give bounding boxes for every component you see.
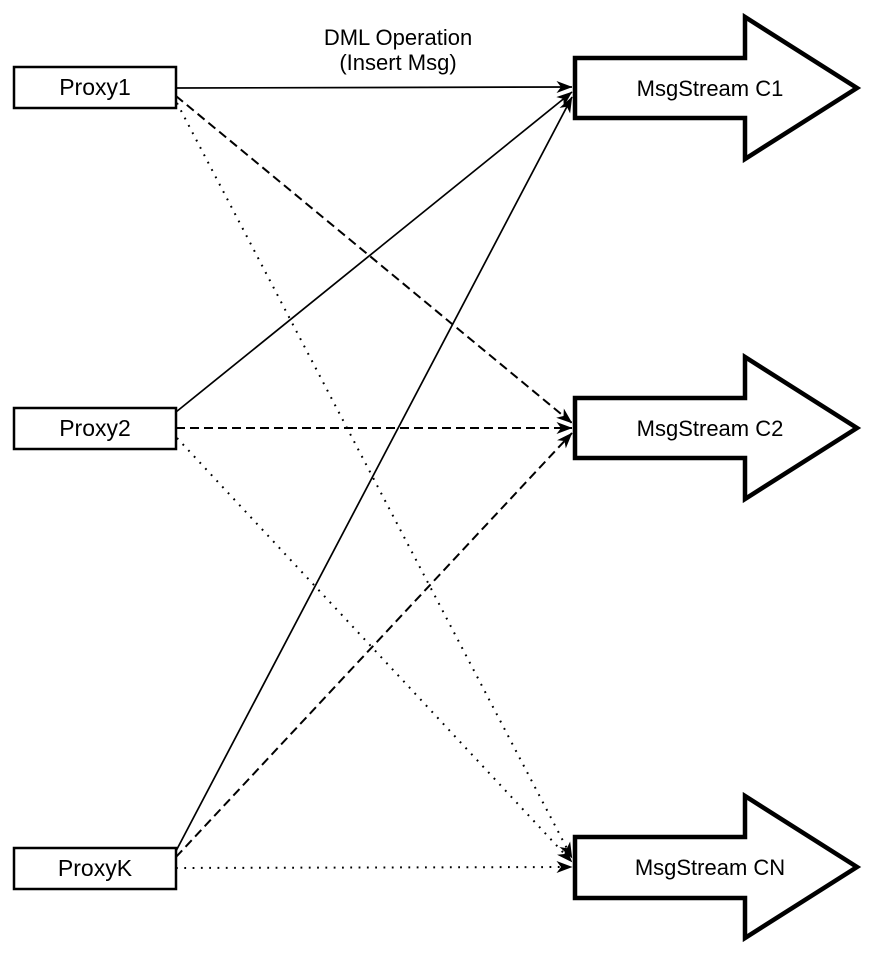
msgstream-c2-arrow-shape	[572, 352, 862, 504]
msgstream-c1-node: MsgStream C1	[572, 12, 862, 164]
edge-proxyk-to-msgstream-cn	[175, 861, 573, 874]
proxyk-node: ProxyK	[12, 846, 178, 891]
edge-proxy1-to-msgstream-cn	[176, 102, 573, 859]
proxy2-box	[12, 406, 178, 451]
proxy1-node: Proxy1	[12, 65, 178, 110]
dml-operation-annotation-line2: (Insert Msg)	[339, 50, 456, 75]
proxy2-label: Proxy2	[59, 415, 131, 441]
msgstream-c2-label: MsgStream C2	[637, 416, 784, 441]
edge-proxyk-to-msgstream-c2	[175, 432, 573, 858]
edge-proxy2-to-msgstream-cn	[176, 437, 573, 863]
msgstream-c1-label: MsgStream C1	[637, 76, 784, 101]
msgstream-cn-arrow-shape	[572, 791, 862, 943]
dml-operation-annotation-line1: DML Operation	[324, 25, 472, 50]
proxy1-box	[12, 65, 178, 110]
connection-lines	[175, 81, 573, 874]
msgstream-cn-node: MsgStream CN	[572, 791, 862, 943]
proxyk-label: ProxyK	[58, 855, 133, 881]
edge-proxyk-to-msgstream-c1	[175, 96, 573, 852]
edge-proxy1-to-msgstream-c2	[175, 95, 573, 424]
dml-operation-annotation: DML Operation (Insert Msg)	[324, 25, 472, 75]
proxy2-node: Proxy2	[12, 406, 178, 451]
proxyk-box	[12, 846, 178, 891]
msgstream-c1-arrow-shape	[572, 12, 862, 164]
edge-proxy2-to-msgstream-c1	[175, 91, 573, 413]
edge-proxy1-to-msgstream-c1	[175, 81, 573, 94]
msgstream-cn-label: MsgStream CN	[635, 855, 785, 880]
proxy1-label: Proxy1	[59, 74, 131, 100]
msgstream-c2-node: MsgStream C2	[572, 352, 862, 504]
